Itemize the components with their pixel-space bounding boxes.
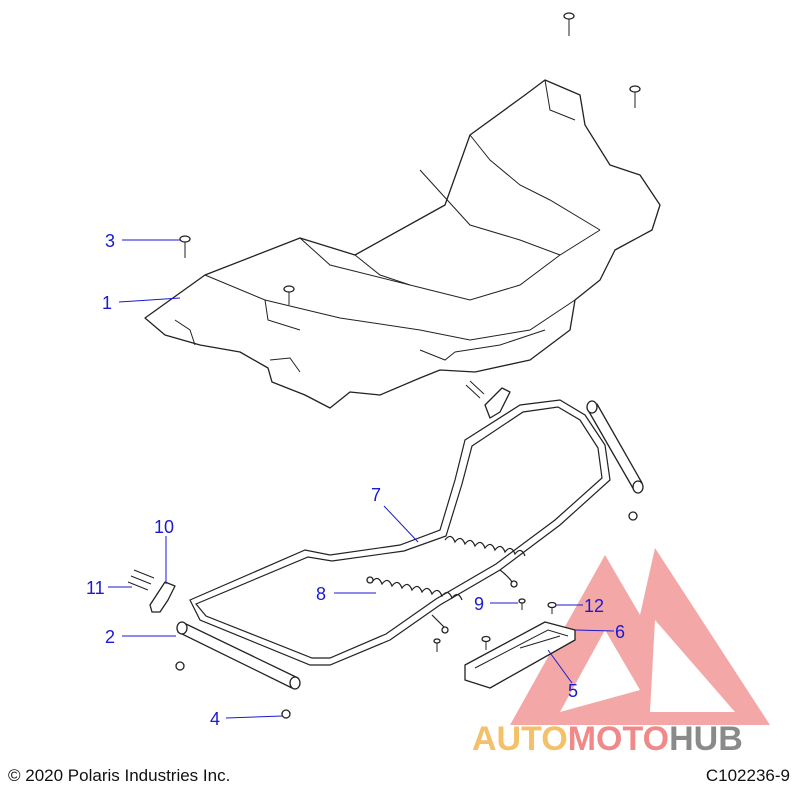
spring-part-8 <box>366 576 463 634</box>
nut-lower-left <box>175 661 185 671</box>
front-cover-panel <box>144 79 661 409</box>
copyright-notice: © 2020 Polaris Industries Inc. <box>8 766 231 785</box>
screw-part-12 <box>547 601 557 614</box>
leader-lines <box>108 239 615 719</box>
callout-2: 2 <box>105 627 115 647</box>
tube-lower-left <box>176 621 301 690</box>
screw-small-center <box>433 638 441 652</box>
screw-right <box>629 85 641 108</box>
nut-part-4 <box>281 709 291 719</box>
callout-12: 12 <box>584 596 604 616</box>
latch-bracket-left <box>127 569 176 613</box>
watermark-text: AUTOMOTOHUB <box>472 720 743 758</box>
callout-1: 1 <box>102 293 112 313</box>
callout-4: 4 <box>210 709 220 729</box>
figure-id: C102236-9 <box>705 766 790 785</box>
callout-3: 3 <box>105 231 115 251</box>
screw-part-9 <box>518 598 526 610</box>
callout-6: 6 <box>615 622 625 642</box>
hinge-bracket-upper <box>465 380 511 419</box>
watermark-logo-icon <box>510 548 770 725</box>
callout-11: 11 <box>86 578 105 598</box>
tube-upper-right <box>586 400 644 494</box>
spring-upper <box>444 535 526 588</box>
screw-part-3 <box>179 235 191 258</box>
latch-housing-right <box>464 621 576 689</box>
wire-frame-loop <box>189 399 611 666</box>
callout-8: 8 <box>316 584 326 604</box>
screw-lower-right <box>481 635 491 650</box>
callout-10: 10 <box>154 517 174 537</box>
callout-7: 7 <box>371 485 381 505</box>
callout-5: 5 <box>568 681 578 701</box>
callout-9: 9 <box>474 594 484 614</box>
screw-center <box>283 285 295 305</box>
screw-top <box>563 12 575 36</box>
nut-right <box>628 511 638 521</box>
